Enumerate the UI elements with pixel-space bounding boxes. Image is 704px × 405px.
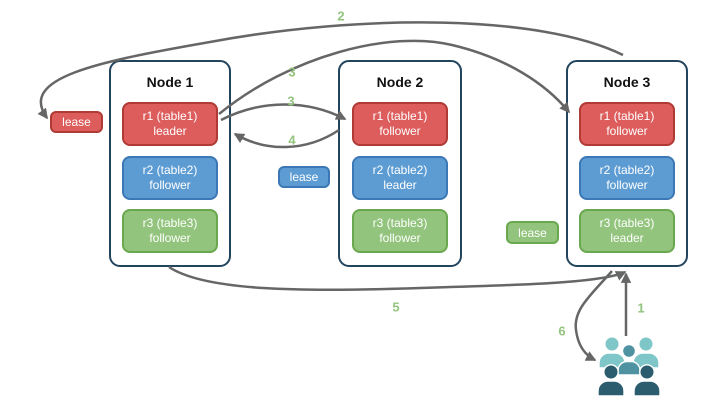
- node-3-title: Node 3: [603, 74, 651, 90]
- node-3-replicas: r1 (table1) follower r2 (table2) followe…: [579, 102, 675, 253]
- node-1-title: Node 1: [146, 74, 194, 90]
- step-label-6: 6: [558, 323, 566, 339]
- replica-role: follower: [606, 124, 648, 138]
- replica-role: leader: [153, 124, 187, 138]
- replica-name: r3 (table3): [599, 216, 655, 230]
- replica-name: r1 (table1): [372, 109, 428, 123]
- replica-name: r2 (table2): [372, 162, 428, 177]
- replica-role: leader: [610, 231, 644, 245]
- node-1-replica-r1: r1 (table1) leader: [122, 102, 218, 146]
- node-1-replica-r3: r3 (table3) follower: [122, 209, 218, 253]
- step-label-1: 1: [637, 300, 645, 316]
- node-2-box: Node 2 r1 (table1) follower r2 (table2) …: [338, 60, 462, 267]
- node-1-replica-r2: r2 (table2) follower: [122, 155, 218, 200]
- node-2-title: Node 2: [376, 74, 424, 90]
- replica-name: r1 (table1): [142, 109, 198, 123]
- step-label-5: 5: [392, 299, 400, 315]
- replica-role: follower: [149, 177, 191, 192]
- node-1-replicas: r1 (table1) leader r2 (table2) follower …: [122, 102, 218, 253]
- replica-role: follower: [606, 177, 648, 192]
- node-2-replica-r1: r1 (table1) follower: [352, 102, 448, 146]
- clients-group-icon: [597, 336, 661, 396]
- node-2-replicas: r1 (table1) follower r2 (table2) leader …: [352, 102, 448, 253]
- replica-role: follower: [149, 231, 191, 245]
- arrow-step5-node1-to-node3: [168, 265, 627, 292]
- replica-role: follower: [379, 231, 421, 245]
- node-3-box: Node 3 r1 (table1) follower r2 (table2) …: [566, 60, 688, 267]
- replica-name: r2 (table2): [142, 162, 198, 177]
- replica-role: leader: [383, 177, 417, 192]
- node-3-replica-r1: r1 (table1) follower: [579, 102, 675, 146]
- replica-name: r2 (table2): [599, 162, 655, 177]
- node-2-replica-r3: r3 (table3) follower: [352, 209, 448, 253]
- arrow-step3-leader-to-node2-follower: [220, 103, 347, 122]
- replica-role: follower: [379, 124, 421, 138]
- lease-tag-red: lease: [50, 111, 103, 133]
- node-3-replica-r2: r2 (table2) follower: [579, 155, 675, 200]
- lease-tag-green: lease: [506, 221, 559, 244]
- replica-name: r3 (table3): [142, 216, 198, 230]
- node-2-replica-r2: r2 (table2) leader: [352, 155, 448, 200]
- node-3-replica-r3: r3 (table3) leader: [579, 209, 675, 253]
- arrow-step4-node2-follower-to-leader: [233, 128, 340, 149]
- step-label-3b: 3: [287, 93, 295, 109]
- replica-name: r3 (table3): [372, 216, 428, 230]
- node-1-box: Node 1 r1 (table1) leader r2 (table2) fo…: [109, 60, 231, 267]
- replica-name: r1 (table1): [599, 109, 655, 123]
- step-label-2: 2: [337, 8, 345, 24]
- lease-tag-blue: lease: [278, 166, 330, 188]
- step-label-3a: 3: [288, 64, 296, 80]
- step-label-4: 4: [288, 132, 296, 148]
